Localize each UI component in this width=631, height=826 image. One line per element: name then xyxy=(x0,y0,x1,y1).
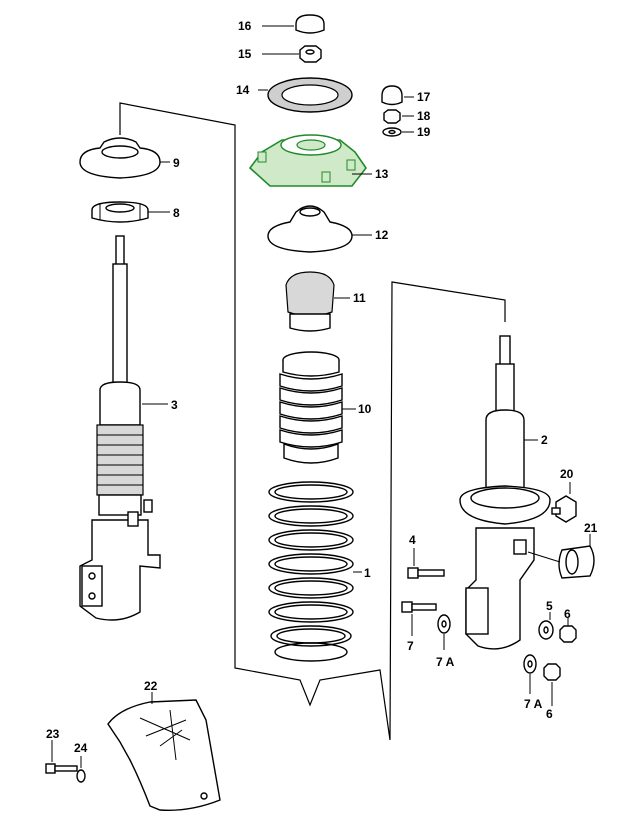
part-7a-washer-lower[interactable] xyxy=(523,654,537,674)
callout-21: 21 xyxy=(584,521,598,535)
part-18-nut[interactable] xyxy=(383,109,401,124)
part-6-nut-upper[interactable] xyxy=(559,625,577,643)
part-7-bolt-upper[interactable] xyxy=(401,601,437,613)
callout-6-lower: 6 xyxy=(546,707,553,721)
callout-7A-lower: 7 A xyxy=(524,697,543,711)
part-2-shock-absorber-right[interactable] xyxy=(459,335,551,650)
callout-8: 8 xyxy=(173,206,180,220)
callout-15: 15 xyxy=(238,47,252,61)
part-21-sensor-bracket[interactable] xyxy=(527,545,595,579)
part-19-washer[interactable] xyxy=(382,127,402,137)
part-7a-washer-upper[interactable] xyxy=(437,614,451,634)
part-24-washer[interactable] xyxy=(76,769,86,783)
callout-7A-upper: 7 A xyxy=(436,655,455,669)
callout-22: 22 xyxy=(144,679,158,693)
callout-10: 10 xyxy=(358,402,372,416)
callout-2: 2 xyxy=(541,433,548,447)
part-4-bolt[interactable] xyxy=(407,567,445,579)
callout-4: 4 xyxy=(409,533,416,547)
callout-12: 12 xyxy=(375,228,389,242)
part-17-cap-nut[interactable] xyxy=(381,85,403,106)
callout-16: 16 xyxy=(238,19,252,33)
part-22-splash-shield[interactable] xyxy=(107,699,221,811)
part-6-nut-lower[interactable] xyxy=(543,663,561,681)
callout-17: 17 xyxy=(417,90,431,104)
callout-24: 24 xyxy=(74,741,88,755)
part-5-washer[interactable] xyxy=(538,620,554,640)
callout-14: 14 xyxy=(236,83,250,97)
part-10-dust-boot[interactable] xyxy=(279,351,343,464)
callout-9: 9 xyxy=(173,156,180,170)
part-15-nut[interactable] xyxy=(299,45,322,63)
callout-7-upper: 7 xyxy=(407,639,414,653)
part-1-coil-spring[interactable] xyxy=(268,481,354,662)
part-13-strut-mount[interactable] xyxy=(248,134,367,187)
part-14-ring[interactable] xyxy=(267,77,353,113)
part-16-cap[interactable] xyxy=(295,14,325,34)
part-23-bolt[interactable] xyxy=(45,763,78,774)
callout-5: 5 xyxy=(546,599,553,613)
part-9-upper-seat[interactable] xyxy=(79,137,161,179)
part-3-shock-absorber-left[interactable] xyxy=(79,235,161,621)
callout-6-upper: 6 xyxy=(564,607,571,621)
callout-1: 1 xyxy=(364,566,371,580)
part-20-clip[interactable] xyxy=(551,495,577,523)
callout-19: 19 xyxy=(417,125,431,139)
callout-3: 3 xyxy=(171,398,178,412)
assembly-frame xyxy=(119,102,506,741)
callout-13: 13 xyxy=(375,167,389,181)
callout-20: 20 xyxy=(560,467,574,481)
callout-23: 23 xyxy=(46,727,60,741)
part-8-slotted-nut[interactable] xyxy=(91,201,149,223)
part-11-bump-stop[interactable] xyxy=(285,271,335,332)
part-12-spring-seat[interactable] xyxy=(267,205,353,253)
callout-18: 18 xyxy=(417,109,431,123)
callout-11: 11 xyxy=(353,291,366,305)
